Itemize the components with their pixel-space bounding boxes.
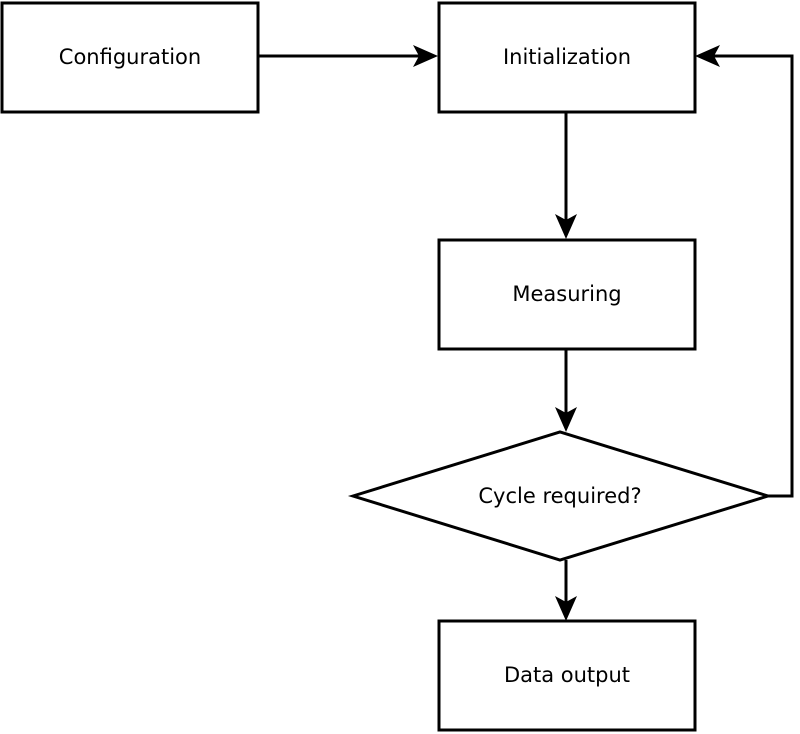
arrow-head-left-into-initialization [695,45,720,67]
node-initialization[interactable]: Initialization [437,1,697,114]
node-measuring[interactable]: Measuring [437,238,697,351]
data-output-box[interactable] [437,619,697,732]
arrow-head-down-into-cycle-required [555,407,577,432]
node-configuration[interactable]: Configuration [0,1,260,114]
data-output-label: Data output [504,663,630,687]
edge-line-feedback-loop [705,54,794,498]
arrow-head-down-into-data-output [555,596,577,621]
cycle-required-diamond[interactable] [347,430,774,562]
edge-configuration-to-initialization [259,45,438,67]
cycle-required-label: Cycle required? [478,484,641,508]
edge-cycle-required-to-data-output [555,560,577,621]
configuration-label: Configuration [59,45,201,69]
arrow-head-right-into-initialization [413,45,438,67]
node-cycle-required[interactable]: Cycle required? [347,430,774,562]
edge-initialization-to-measuring [555,112,577,239]
initialization-label: Initialization [503,45,631,69]
arrow-head-down-into-measuring [555,214,577,239]
node-data-output[interactable]: Data output [437,619,697,732]
measuring-box[interactable] [437,238,697,351]
edge-cycle-required-to-initialization-feedback [695,45,794,498]
configuration-box[interactable] [0,1,260,114]
edge-measuring-to-cycle-required [555,349,577,432]
measuring-label: Measuring [512,282,621,306]
initialization-box[interactable] [437,1,697,114]
